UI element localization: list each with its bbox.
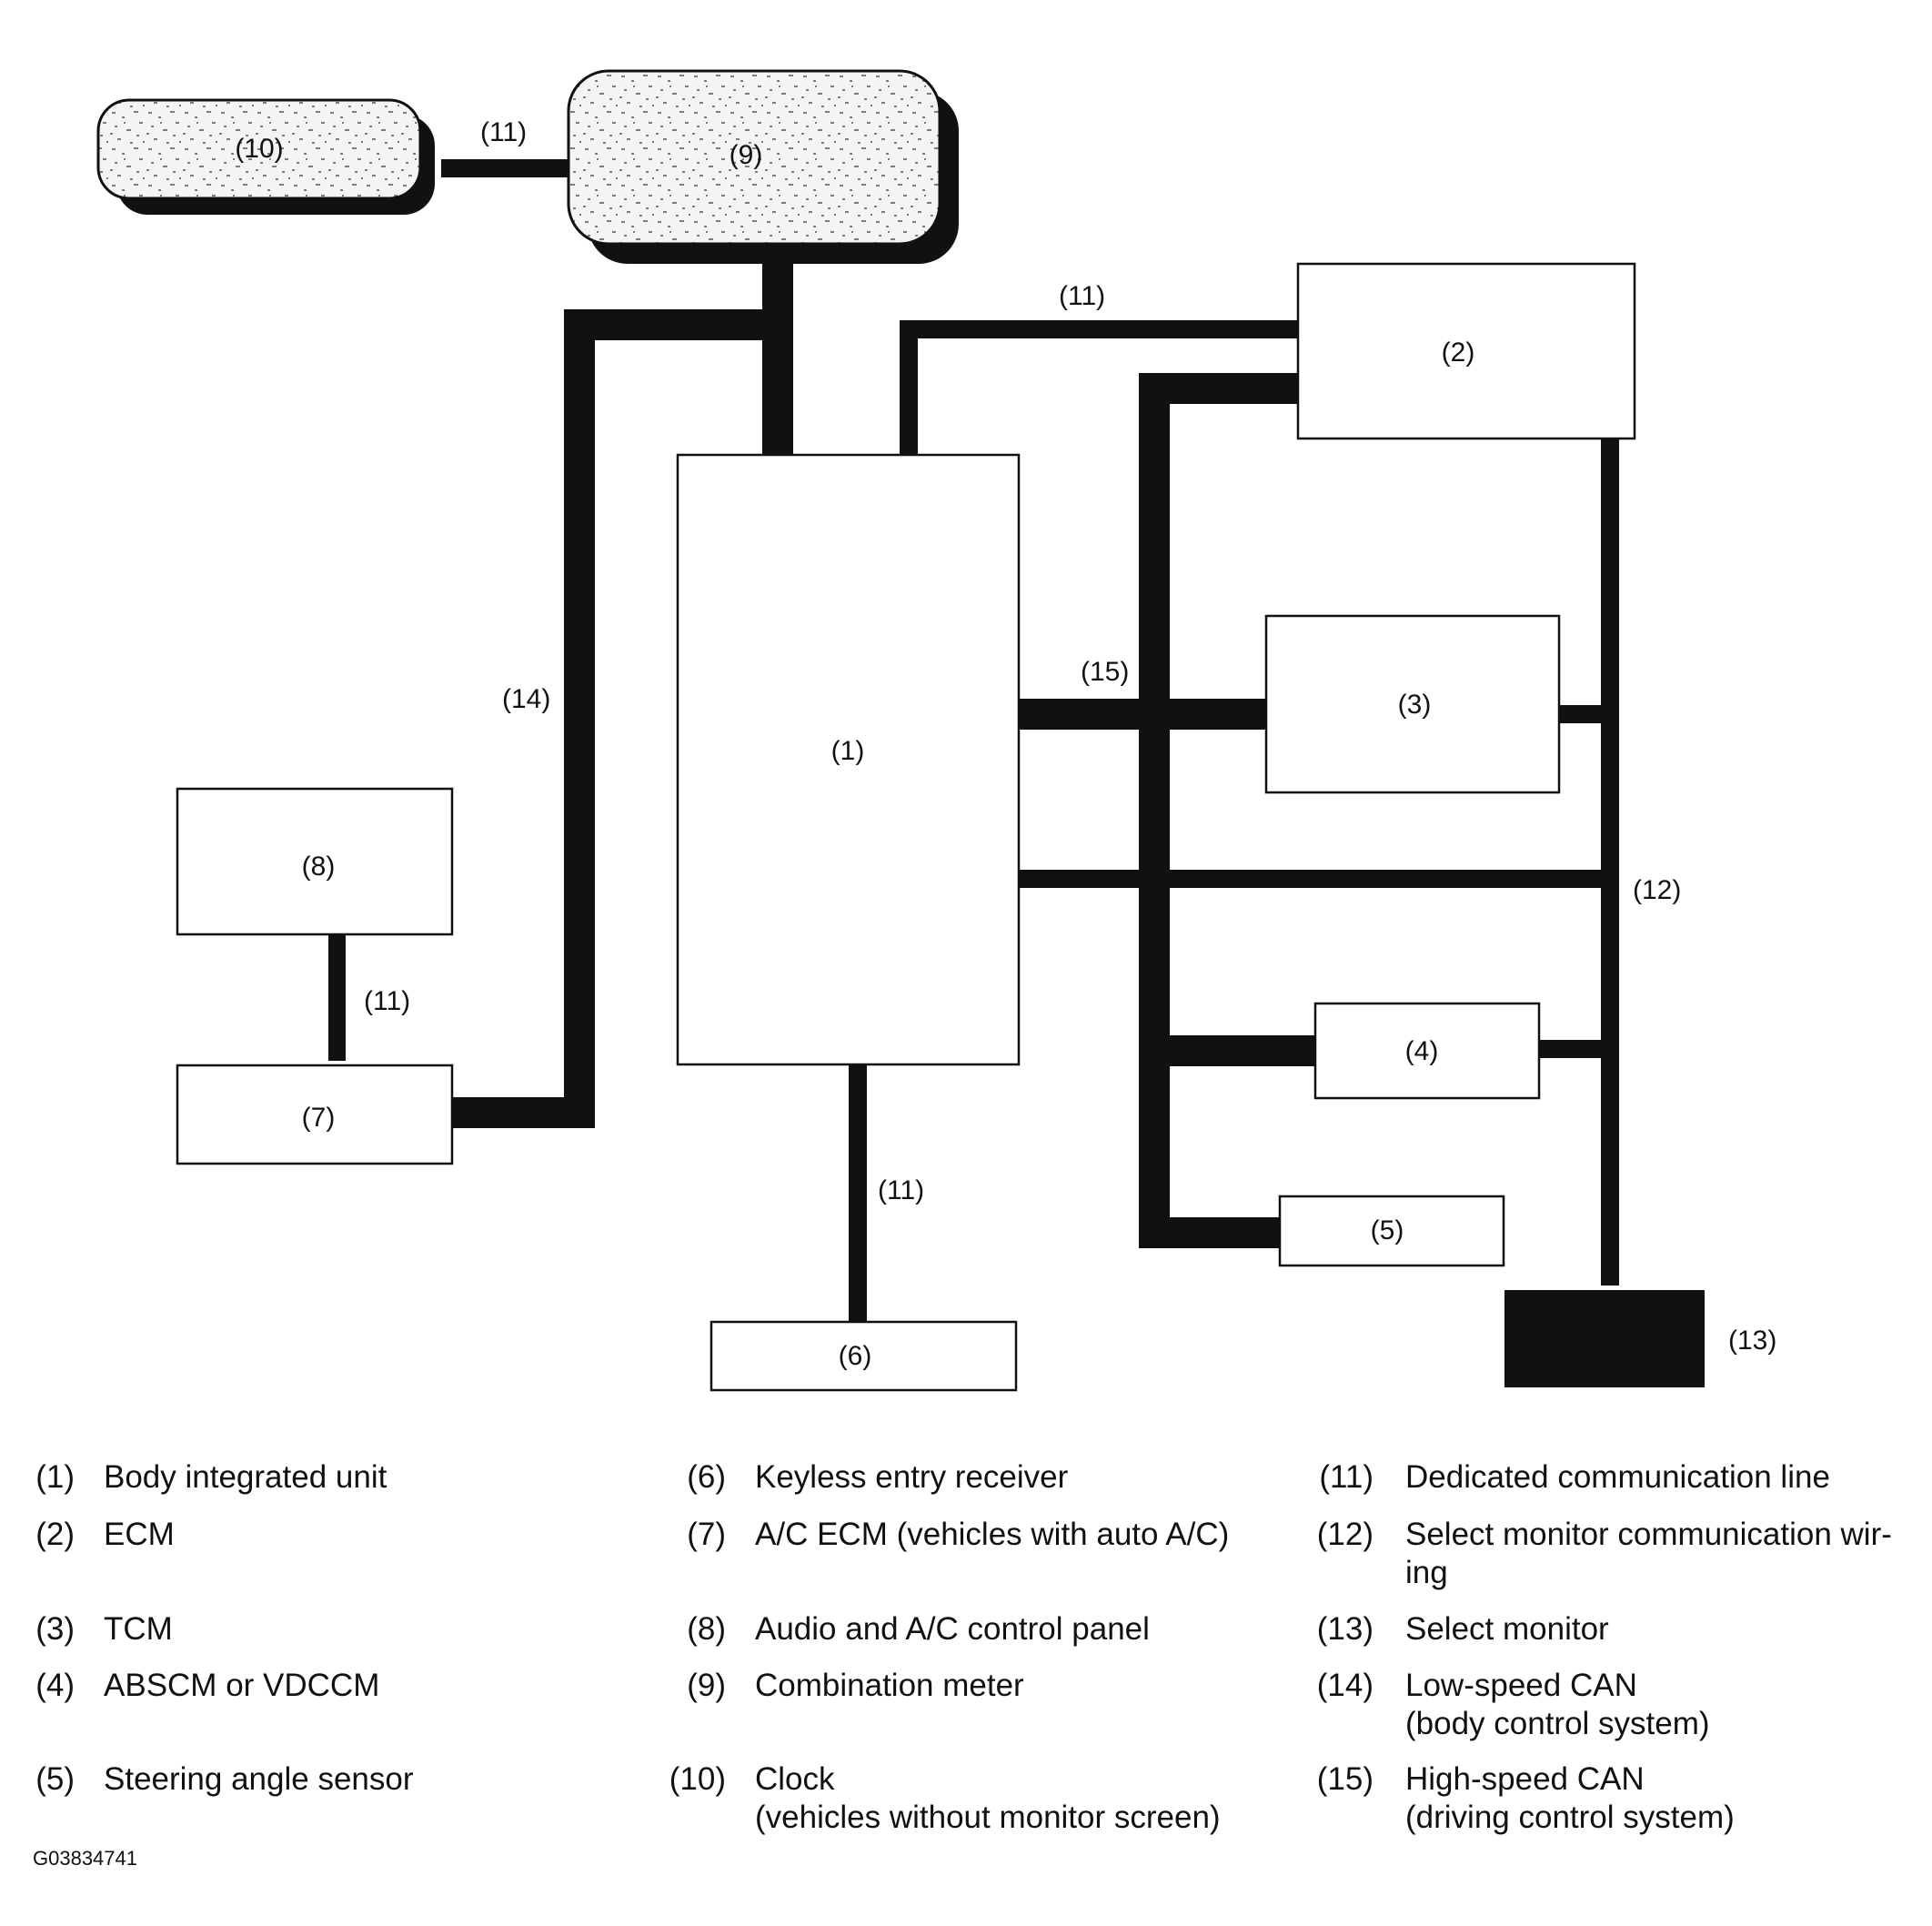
low-speed-can-label: (14) <box>502 684 550 714</box>
legend-num-3: (3) <box>35 1611 75 1647</box>
legend-text-7: A/C ECM (vehicles with auto A/C) <box>755 1517 1230 1552</box>
combination-meter-box: (9) <box>567 69 959 264</box>
legend-text-6: Keyless entry receiver <box>755 1459 1069 1495</box>
legend-num-2: (2) <box>35 1517 75 1552</box>
high-speed-can-wire <box>1015 373 1315 1248</box>
ecm-box-label: (2) <box>1442 338 1475 368</box>
legend-num-7: (7) <box>687 1517 726 1552</box>
ac-ecm-box: (7) <box>176 1064 454 1165</box>
dedicated-line-label-top: (11) <box>480 117 527 147</box>
low-speed-can-wire <box>451 259 793 1128</box>
high-speed-can-label: (15) <box>1081 657 1129 687</box>
abscm-box: (4) <box>1313 1002 1541 1100</box>
legend-num-8: (8) <box>687 1611 726 1647</box>
legend-text-10: Clock (vehicles without monitor screen) <box>755 1761 1221 1835</box>
clock-box-label: (10) <box>235 134 283 164</box>
legend-text-8: Audio and A/C control panel <box>755 1611 1150 1647</box>
legend-text-4: ABSCM or VDCCM <box>104 1668 380 1703</box>
steering-angle-sensor-box-label: (5) <box>1371 1215 1404 1245</box>
ecm-box: (2) <box>1296 262 1636 440</box>
keyless-entry-receiver-box: (6) <box>709 1320 1018 1392</box>
legend-text-5: Steering angle sensor <box>104 1761 414 1797</box>
keyless-entry-receiver-box-label: (6) <box>839 1341 872 1371</box>
legend-num-6: (6) <box>687 1459 726 1495</box>
select-monitor-wiring <box>1015 435 1619 1286</box>
clock-box: (10) <box>96 98 435 215</box>
legend-text-13: Select monitor <box>1405 1611 1609 1647</box>
legend-num-14: (14) <box>1316 1668 1374 1703</box>
legend-text-12: Select monitor communication wir- ing <box>1405 1517 1892 1590</box>
legend-num-11: (11) <box>1319 1459 1374 1495</box>
legend-num-10: (10) <box>669 1761 726 1797</box>
legend-num-1: (1) <box>35 1459 75 1495</box>
legend-num-13: (13) <box>1316 1611 1374 1647</box>
dedicated-communication-line <box>328 159 1299 1322</box>
dedicated-line-label-left: (11) <box>364 986 410 1016</box>
legend-text-1: Body integrated unit <box>104 1459 387 1495</box>
dedicated-line-label-upper: (11) <box>1059 281 1105 311</box>
audio-ac-control-panel-box-label: (8) <box>302 852 336 882</box>
figure-id: G03834741 <box>33 1847 137 1870</box>
legend-text-11: Dedicated communication line <box>1405 1459 1830 1495</box>
legend-num-15: (15) <box>1316 1761 1374 1797</box>
legend-text-9: Combination meter <box>755 1668 1024 1703</box>
steering-angle-sensor-box: (5) <box>1278 1195 1505 1267</box>
legend-text-15: High-speed CAN (driving control system) <box>1405 1761 1735 1835</box>
legend-num-9: (9) <box>687 1668 726 1703</box>
select-monitor-label: (13) <box>1728 1326 1776 1356</box>
body-integrated-unit-box-label: (1) <box>831 736 865 766</box>
tcm-box: (3) <box>1264 614 1561 794</box>
legend-text-14: Low-speed CAN (body control system) <box>1405 1668 1710 1741</box>
legend-num-5: (5) <box>35 1761 75 1797</box>
ac-ecm-box-label: (7) <box>302 1103 336 1133</box>
legend-text-2: ECM <box>104 1517 175 1552</box>
tcm-box-label: (3) <box>1398 690 1432 720</box>
dedicated-line-label-bottom: (11) <box>878 1175 924 1205</box>
legend-text-3: TCM <box>104 1611 173 1647</box>
select-monitor-box <box>1504 1290 1705 1387</box>
abscm-box-label: (4) <box>1405 1036 1439 1066</box>
legend-num-4: (4) <box>35 1668 75 1703</box>
select-monitor-wiring-label: (12) <box>1633 875 1681 905</box>
legend-num-12: (12) <box>1316 1517 1374 1552</box>
combination-meter-box-label: (9) <box>730 140 763 170</box>
body-integrated-unit-box: (1) <box>676 453 1021 1066</box>
audio-ac-control-panel-box: (8) <box>176 787 454 936</box>
